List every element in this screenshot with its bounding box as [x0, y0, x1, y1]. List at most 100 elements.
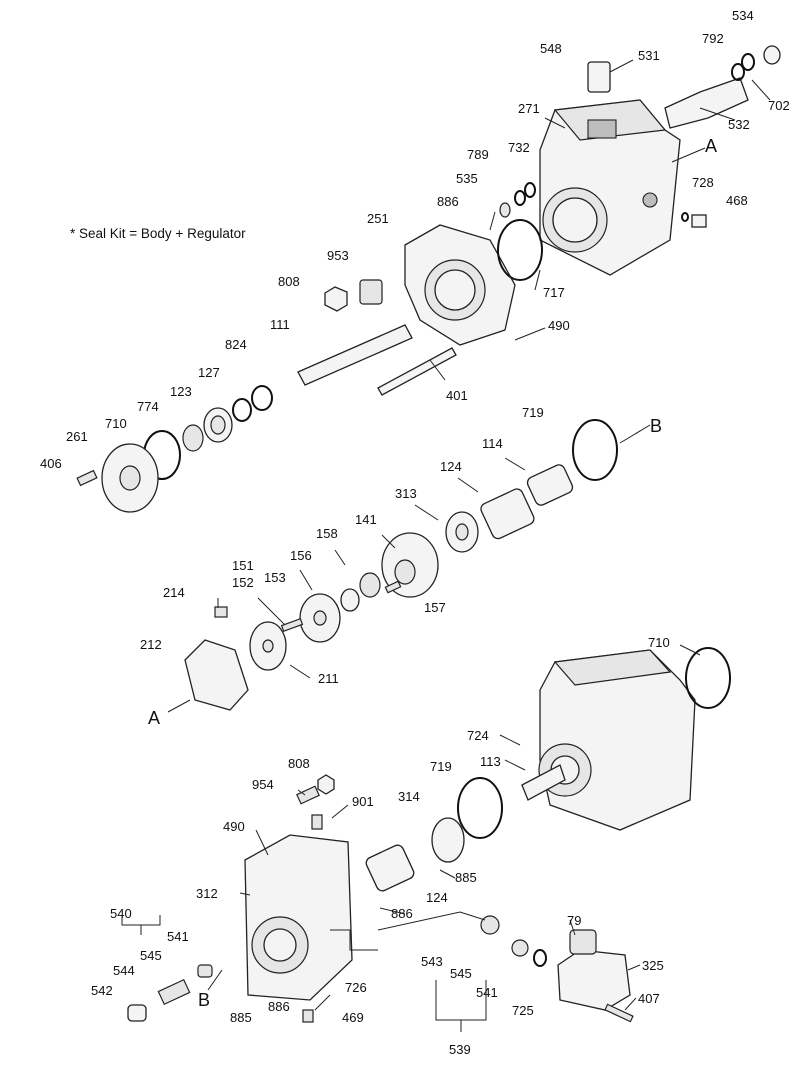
spring-158	[359, 572, 381, 598]
label-726: 726	[345, 980, 367, 995]
plug-541-left	[197, 964, 213, 978]
label-732: 732	[508, 140, 530, 155]
needle-bearing-124-bottom	[365, 844, 415, 892]
label-127: 127	[198, 365, 220, 380]
label-953: 953	[327, 248, 349, 263]
swash-plate-212	[184, 639, 249, 711]
label-313: 313	[395, 486, 417, 501]
flange-251	[404, 224, 516, 346]
spring-954	[296, 785, 320, 805]
label-211: 211	[318, 671, 339, 686]
label-710-top: 710	[105, 416, 127, 431]
label-792: 792	[702, 31, 724, 46]
oring-702	[731, 63, 745, 81]
needle-bearing-124-top	[480, 488, 535, 540]
oring-725	[533, 949, 547, 967]
support-214	[214, 606, 228, 618]
label-490-top: 490	[548, 318, 570, 333]
plug-543	[480, 915, 500, 935]
plug-468	[691, 214, 707, 228]
sleeve-544	[157, 978, 191, 1006]
label-717: 717	[543, 285, 565, 300]
bearing-123	[203, 407, 233, 443]
label-808-bottom: 808	[288, 756, 310, 771]
leader-lines	[121, 59, 771, 1032]
label-901: 901	[352, 794, 374, 809]
valve-plate-314	[431, 817, 465, 863]
label-401: 401	[446, 388, 468, 403]
label-468: 468	[726, 193, 748, 208]
label-325: 325	[642, 958, 664, 973]
seat-156	[340, 588, 360, 612]
label-702: 702	[768, 98, 790, 113]
label-789: 789	[467, 147, 489, 162]
nut-808-bottom	[317, 774, 335, 795]
label-719-bottom: 719	[430, 759, 452, 774]
spring-953	[359, 279, 383, 305]
oring-728	[681, 212, 689, 222]
piston-151	[280, 617, 304, 633]
label-124-bottom: 124	[426, 890, 448, 905]
nut-808-top	[324, 286, 348, 312]
valve-plate-313	[445, 511, 479, 553]
label-153: 153	[264, 570, 286, 585]
label-113: 113	[480, 754, 501, 769]
label-124-top: 124	[440, 459, 462, 474]
pin-401	[377, 347, 457, 396]
bolt-406	[76, 469, 98, 487]
block-531	[587, 61, 611, 93]
plug-532	[664, 77, 749, 129]
casing-main-lower	[538, 649, 696, 831]
label-114: 114	[482, 436, 503, 451]
seal-kit-note: * Seal Kit = Body + Regulator	[70, 226, 246, 241]
label-824: 824	[225, 337, 247, 352]
valve-block-312	[244, 834, 353, 1001]
bolt-469	[302, 1009, 314, 1023]
label-808-top: 808	[278, 274, 300, 289]
label-954: 954	[252, 777, 274, 792]
label-407: 407	[638, 991, 660, 1006]
pin-157	[384, 580, 402, 594]
label-314: 314	[398, 789, 420, 804]
plate-153	[299, 593, 341, 643]
label-774: 774	[137, 399, 159, 414]
label-886-mid: 886	[391, 906, 413, 921]
label-251: 251	[367, 211, 389, 226]
oring-792	[741, 53, 755, 71]
label-710-bottom: 710	[648, 635, 670, 650]
label-725: 725	[512, 1003, 534, 1018]
bearing-114	[526, 464, 574, 506]
label-531: 531	[638, 48, 660, 63]
label-123: 123	[170, 384, 192, 399]
cap-534	[763, 45, 781, 65]
label-214: 214	[163, 585, 185, 600]
snapring-824	[251, 385, 273, 411]
label-158: 158	[316, 526, 338, 541]
label-535: 535	[456, 171, 478, 186]
label-312: 312	[196, 886, 218, 901]
label-B-bottom: B	[198, 990, 210, 1010]
label-545-right: 545	[450, 966, 472, 981]
label-540: 540	[110, 906, 132, 921]
label-79: 79	[567, 913, 581, 928]
regulator-325	[557, 949, 631, 1011]
oring-732	[524, 182, 536, 198]
shoe-plate-211	[249, 621, 287, 671]
oring-710-bottom	[685, 647, 731, 709]
label-151: 151	[232, 558, 254, 573]
oring-717	[497, 219, 543, 281]
label-541-right: 541	[476, 985, 498, 1000]
oring-789	[514, 190, 526, 206]
label-490-bottom: 490	[223, 819, 245, 834]
bolt-407	[604, 1003, 634, 1023]
label-541-left: 541	[167, 929, 189, 944]
screw-901	[311, 814, 323, 830]
label-212: 212	[140, 637, 162, 652]
label-406: 406	[40, 456, 62, 471]
label-885-bottom: 885	[230, 1010, 252, 1025]
cover-261	[101, 443, 159, 513]
cylinder-141	[381, 532, 439, 598]
label-157: 157	[424, 600, 446, 615]
oring-719-bottom	[457, 777, 503, 839]
